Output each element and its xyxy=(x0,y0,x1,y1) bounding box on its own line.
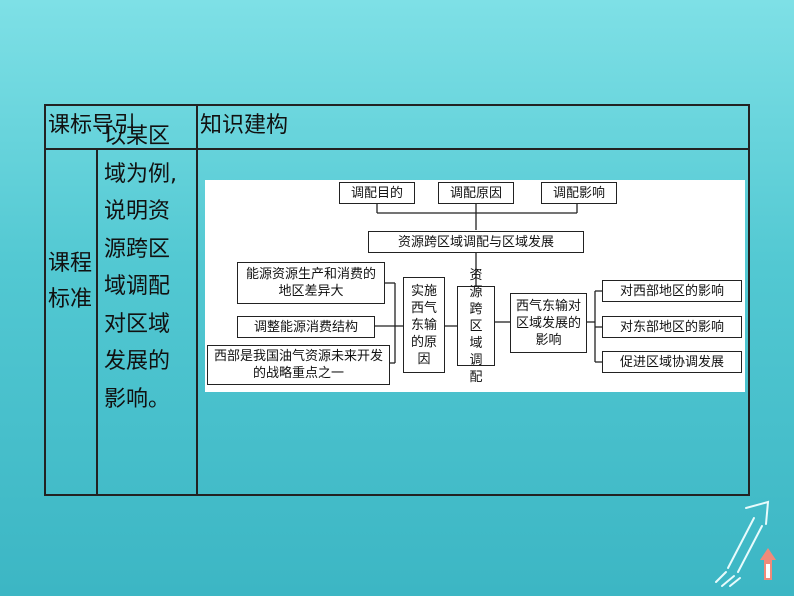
box-reason: 实施西气东输的原因 xyxy=(403,277,445,373)
arrow-decoration-icon xyxy=(715,500,776,587)
diagram-connectors xyxy=(375,203,602,364)
box-reason-top: 调配原因 xyxy=(438,182,514,204)
box-impact-top: 调配影响 xyxy=(541,182,617,204)
row-label: 课程标准 xyxy=(48,251,93,312)
content-table: 课标导引 知识建构 课程标准 以某区域为例,说明资源跨区域调配对区域发展的影响。 xyxy=(44,104,750,496)
knowledge-diagram: 调配目的 调配原因 调配影响 资源跨区域调配与区域发展 能源资源生产和消费的地区… xyxy=(205,180,745,392)
header-left: 课标导引 xyxy=(48,113,137,138)
header-divider xyxy=(46,148,748,150)
row-label-divider xyxy=(96,148,98,494)
box-right-2: 对东部地区的影响 xyxy=(602,316,742,338)
box-right-3: 促进区域协调发展 xyxy=(602,351,742,373)
column-divider xyxy=(196,106,198,494)
box-center-title: 资源跨区域调配与区域发展 xyxy=(368,231,584,253)
box-left-1: 能源资源生产和消费的地区差异大 xyxy=(237,262,385,304)
box-core: 资源跨区域调配 xyxy=(457,268,495,385)
box-left-3: 西部是我国油气资源未来开发的战略重点之一 xyxy=(207,345,390,385)
box-effect: 西气东输对区域发展的影响 xyxy=(510,293,587,353)
standard-text: 以某区域为例,说明资源跨区域调配对区域发展的影响。 xyxy=(104,124,177,412)
box-purpose: 调配目的 xyxy=(339,182,415,204)
header-right: 知识建构 xyxy=(200,113,289,138)
box-left-2: 调整能源消费结构 xyxy=(237,316,375,338)
box-right-1: 对西部地区的影响 xyxy=(602,280,742,302)
